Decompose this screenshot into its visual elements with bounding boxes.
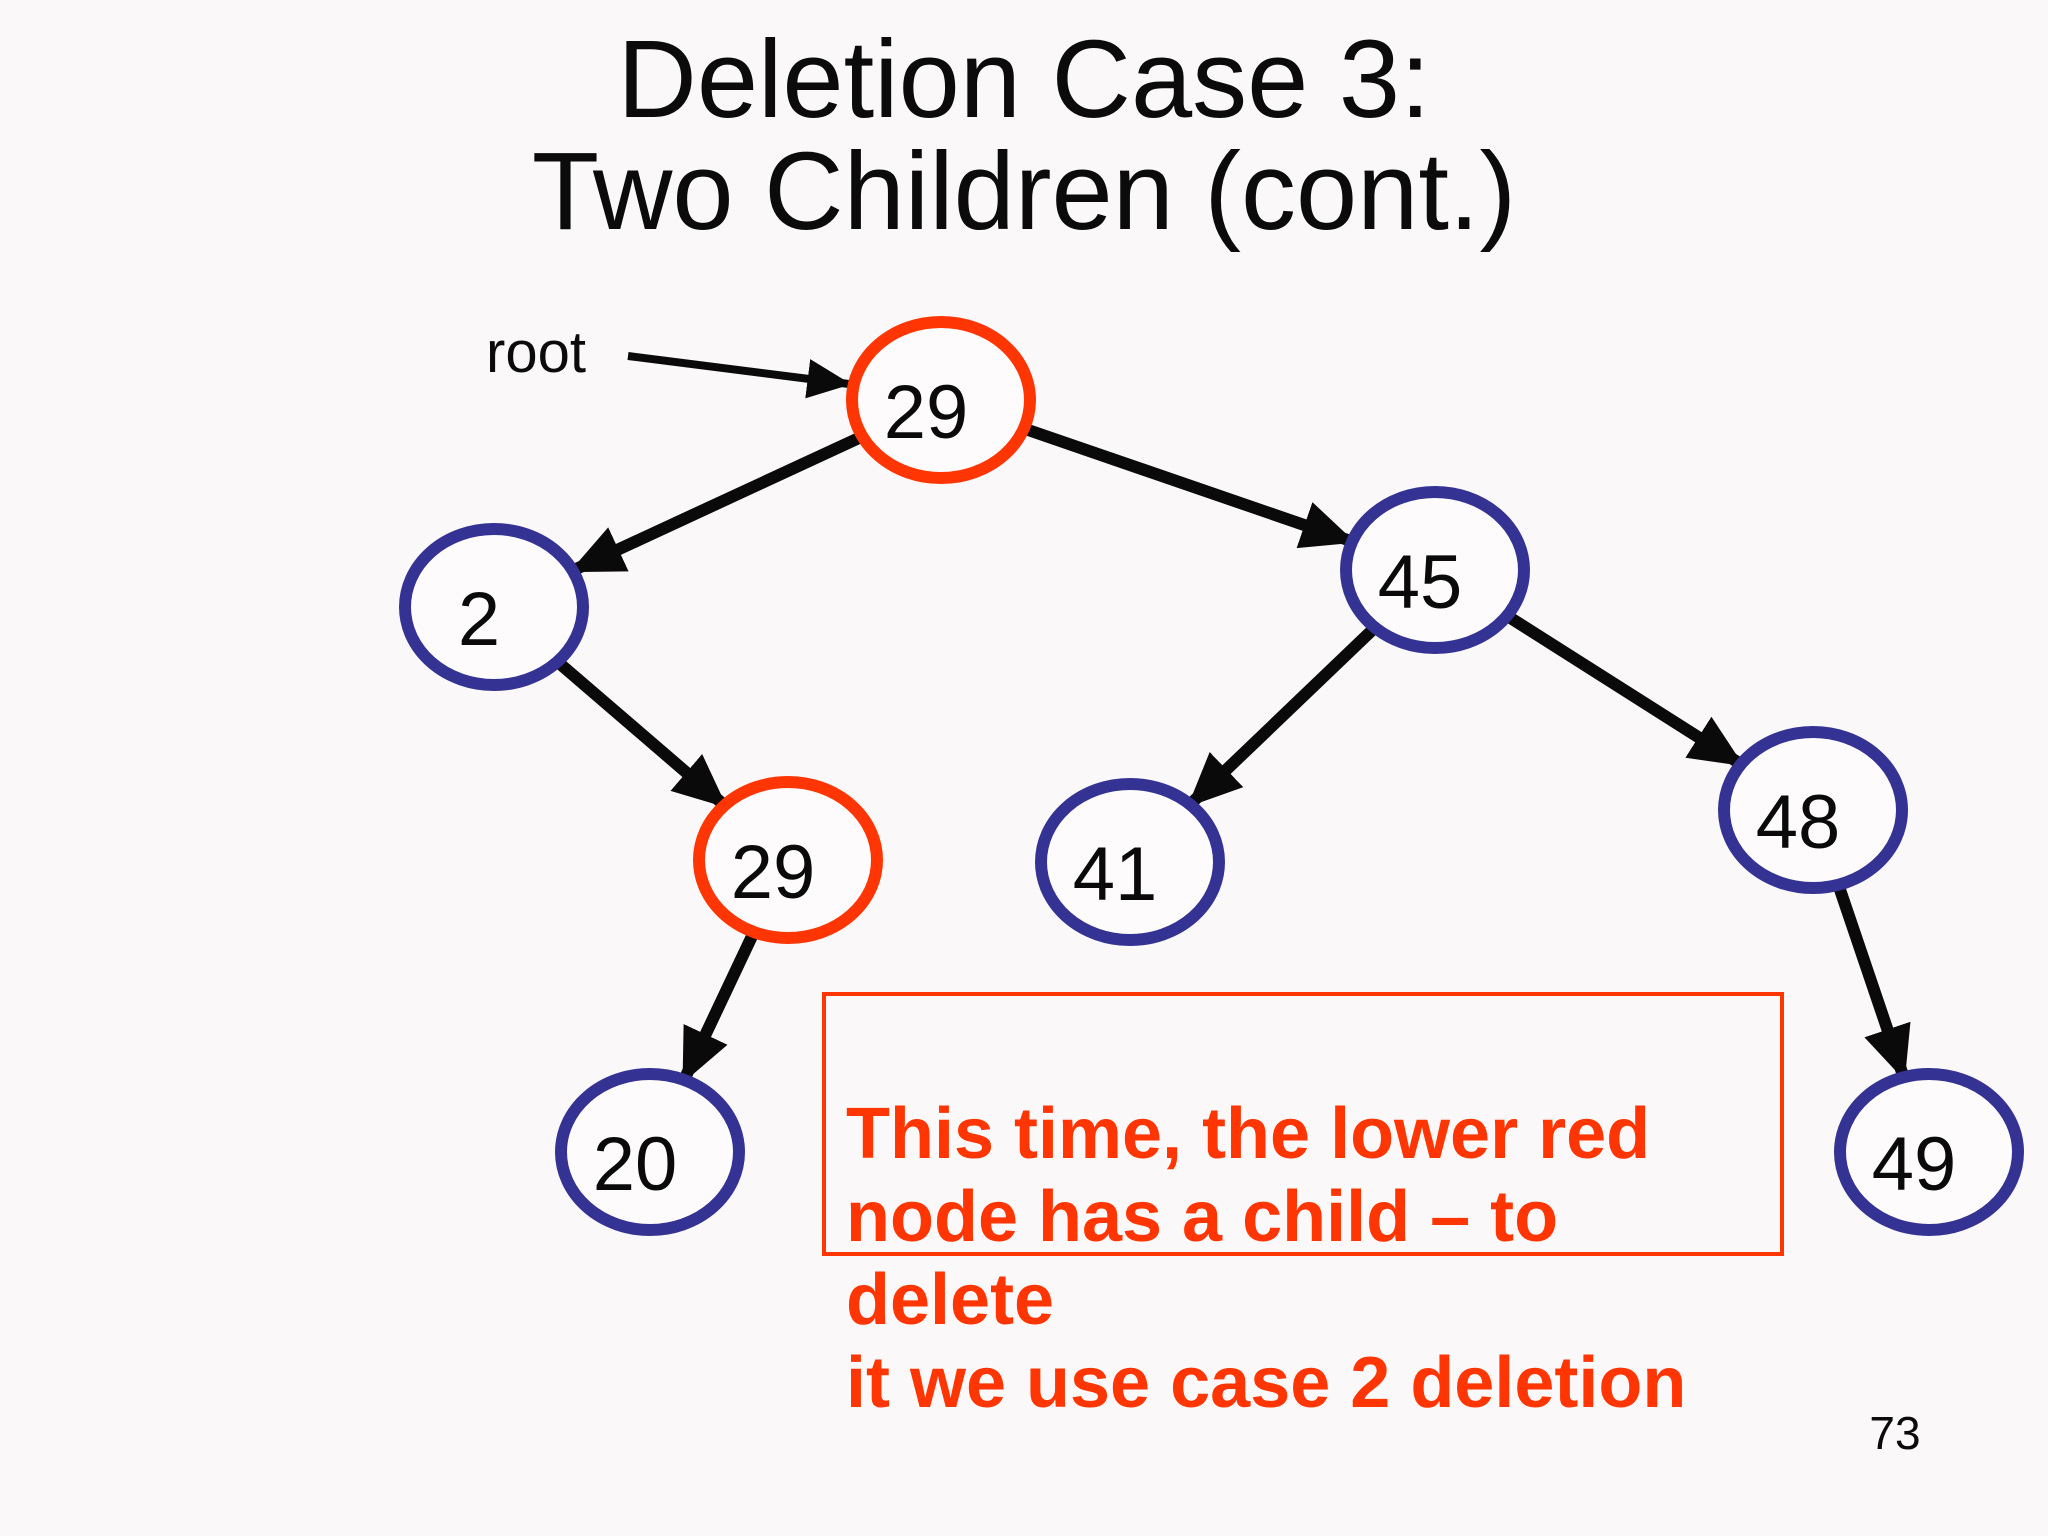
tree-node-label-n48: 48 xyxy=(1756,780,1841,865)
slide-title: Deletion Case 3: Two Children (cont.) xyxy=(0,24,2048,248)
tree-node-circle-n49 xyxy=(1834,1068,2024,1236)
tree-node-circle-n45 xyxy=(1340,486,1530,654)
tree-node-label-n2: 2 xyxy=(458,577,500,662)
title-line-1: Deletion Case 3: xyxy=(617,18,1431,141)
tree-node-circle-root29 xyxy=(846,316,1036,484)
root-pointer-label: root xyxy=(486,320,586,385)
tree-nodes: 29 2 45 29 41 48 20 49 xyxy=(399,316,2024,1236)
tree-node-circle-n29b xyxy=(693,776,883,944)
tree-edge-n48-n49 xyxy=(1832,882,1911,1081)
callout-box: This time, the lower red node has a chil… xyxy=(822,992,1784,1423)
tree-edge-n45-n48 xyxy=(1503,610,1745,770)
tree-node-label-n20: 20 xyxy=(593,1122,678,1207)
tree-node-circle-n41 xyxy=(1035,778,1225,946)
tree-edge-root29-n45 xyxy=(1021,422,1356,549)
title-line-2: Two Children (cont.) xyxy=(531,130,1517,253)
tree-node-circle-n48 xyxy=(1718,726,1908,894)
tree-node-label-n49: 49 xyxy=(1872,1122,1957,1207)
tree-node-label-root29: 29 xyxy=(884,370,969,455)
tree-edges xyxy=(553,352,1911,1084)
tree-edge-n29b-n20 xyxy=(678,929,760,1084)
page-number: 73 xyxy=(1869,1407,1921,1459)
tree-edge-n2-n29b xyxy=(553,657,729,810)
callout-text: This time, the lower red node has a chil… xyxy=(846,1094,1687,1423)
tree-node-label-n45: 45 xyxy=(1378,540,1463,625)
tree-node-label-n41: 41 xyxy=(1073,832,1158,917)
root-pointer-arrow xyxy=(627,352,852,399)
tree-node-circle-n2 xyxy=(399,523,589,691)
tree-node-circle-n20 xyxy=(555,1068,745,1236)
tree-edge-root29-n2 xyxy=(569,430,865,577)
tree-edge-n45-n41 xyxy=(1185,623,1380,809)
tree-node-label-n29b: 29 xyxy=(731,830,816,915)
